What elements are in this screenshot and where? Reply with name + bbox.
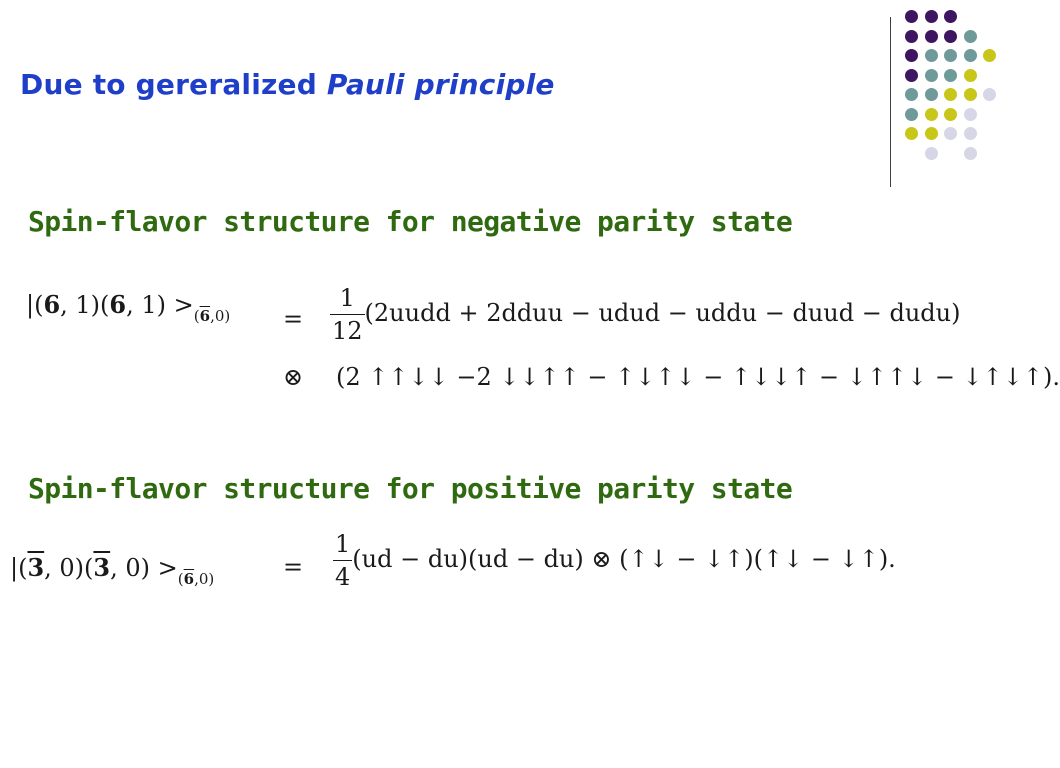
slide-title: Due to gereralized Pauli principle bbox=[20, 68, 555, 101]
negative-eq-tensor-symbol: ⊗ bbox=[283, 363, 304, 391]
positive-eq-equals: = bbox=[283, 553, 304, 581]
decorative-dot bbox=[905, 29, 918, 43]
decorative-dot bbox=[983, 49, 996, 62]
decorative-dot bbox=[924, 49, 938, 62]
fraction-denominator: 4 bbox=[333, 560, 353, 591]
fraction-numerator: 1 bbox=[335, 530, 351, 558]
decorative-dot bbox=[963, 127, 977, 140]
negative-eq-flavor-part: (2uudd + 2dduu − udud − uddu − duud − du… bbox=[364, 299, 961, 327]
decorative-dot bbox=[944, 29, 957, 43]
decorative-vertical-rule bbox=[890, 17, 891, 187]
decorative-dot bbox=[983, 88, 996, 101]
decorative-dot-grid bbox=[905, 10, 1015, 170]
decorative-dot bbox=[944, 10, 957, 23]
negative-eq-lhs: |(6, 1)(6, 1) >(6,0) bbox=[26, 290, 231, 325]
decorative-dot bbox=[963, 68, 977, 82]
fraction-denominator: 12 bbox=[330, 314, 365, 345]
decorative-dot bbox=[924, 127, 938, 140]
decorative-dot bbox=[924, 68, 938, 82]
title-plain-text: Due to gereralized bbox=[20, 68, 327, 101]
decorative-dot bbox=[905, 10, 918, 23]
decorative-dot bbox=[963, 146, 977, 160]
decorative-dot bbox=[963, 107, 977, 121]
decorative-dot bbox=[924, 146, 938, 160]
decorative-dot bbox=[905, 107, 918, 121]
decorative-dot bbox=[944, 68, 957, 82]
decorative-dot bbox=[905, 49, 918, 62]
decorative-dot bbox=[924, 88, 938, 101]
heading-positive-parity: Spin-flavor structure for positive parit… bbox=[28, 472, 793, 505]
decorative-dot bbox=[963, 88, 977, 101]
negative-eq-equals: = bbox=[283, 305, 304, 333]
decorative-dot bbox=[905, 88, 918, 101]
decorative-dot bbox=[924, 107, 938, 121]
decorative-dot bbox=[944, 127, 957, 140]
decorative-dot bbox=[924, 29, 938, 43]
decorative-dot bbox=[905, 127, 918, 140]
decorative-dot bbox=[963, 49, 977, 62]
heading-negative-parity: Spin-flavor structure for negative parit… bbox=[28, 205, 793, 238]
positive-eq-lhs: |(3, 0)(3, 0) >(6,0) bbox=[10, 553, 215, 588]
decorative-dot bbox=[924, 10, 938, 23]
decorative-dot bbox=[944, 49, 957, 62]
decorative-dot bbox=[944, 88, 957, 101]
positive-eq-product: (ud − du)(ud − du) ⊗ (↑↓ − ↓↑)(↑↓ − ↓↑). bbox=[352, 545, 896, 573]
fraction-numerator: 1 bbox=[339, 284, 355, 312]
title-italic-text: Pauli principle bbox=[326, 68, 555, 101]
decorative-dot bbox=[963, 29, 977, 43]
decorative-dot bbox=[944, 107, 957, 121]
decorative-dot bbox=[905, 68, 918, 82]
negative-eq-spin-part: (2 ↑↑↓↓ −2 ↓↓↑↑ − ↑↓↑↓ − ↑↓↓↑ − ↓↑↑↓ − ↓… bbox=[336, 363, 1060, 391]
